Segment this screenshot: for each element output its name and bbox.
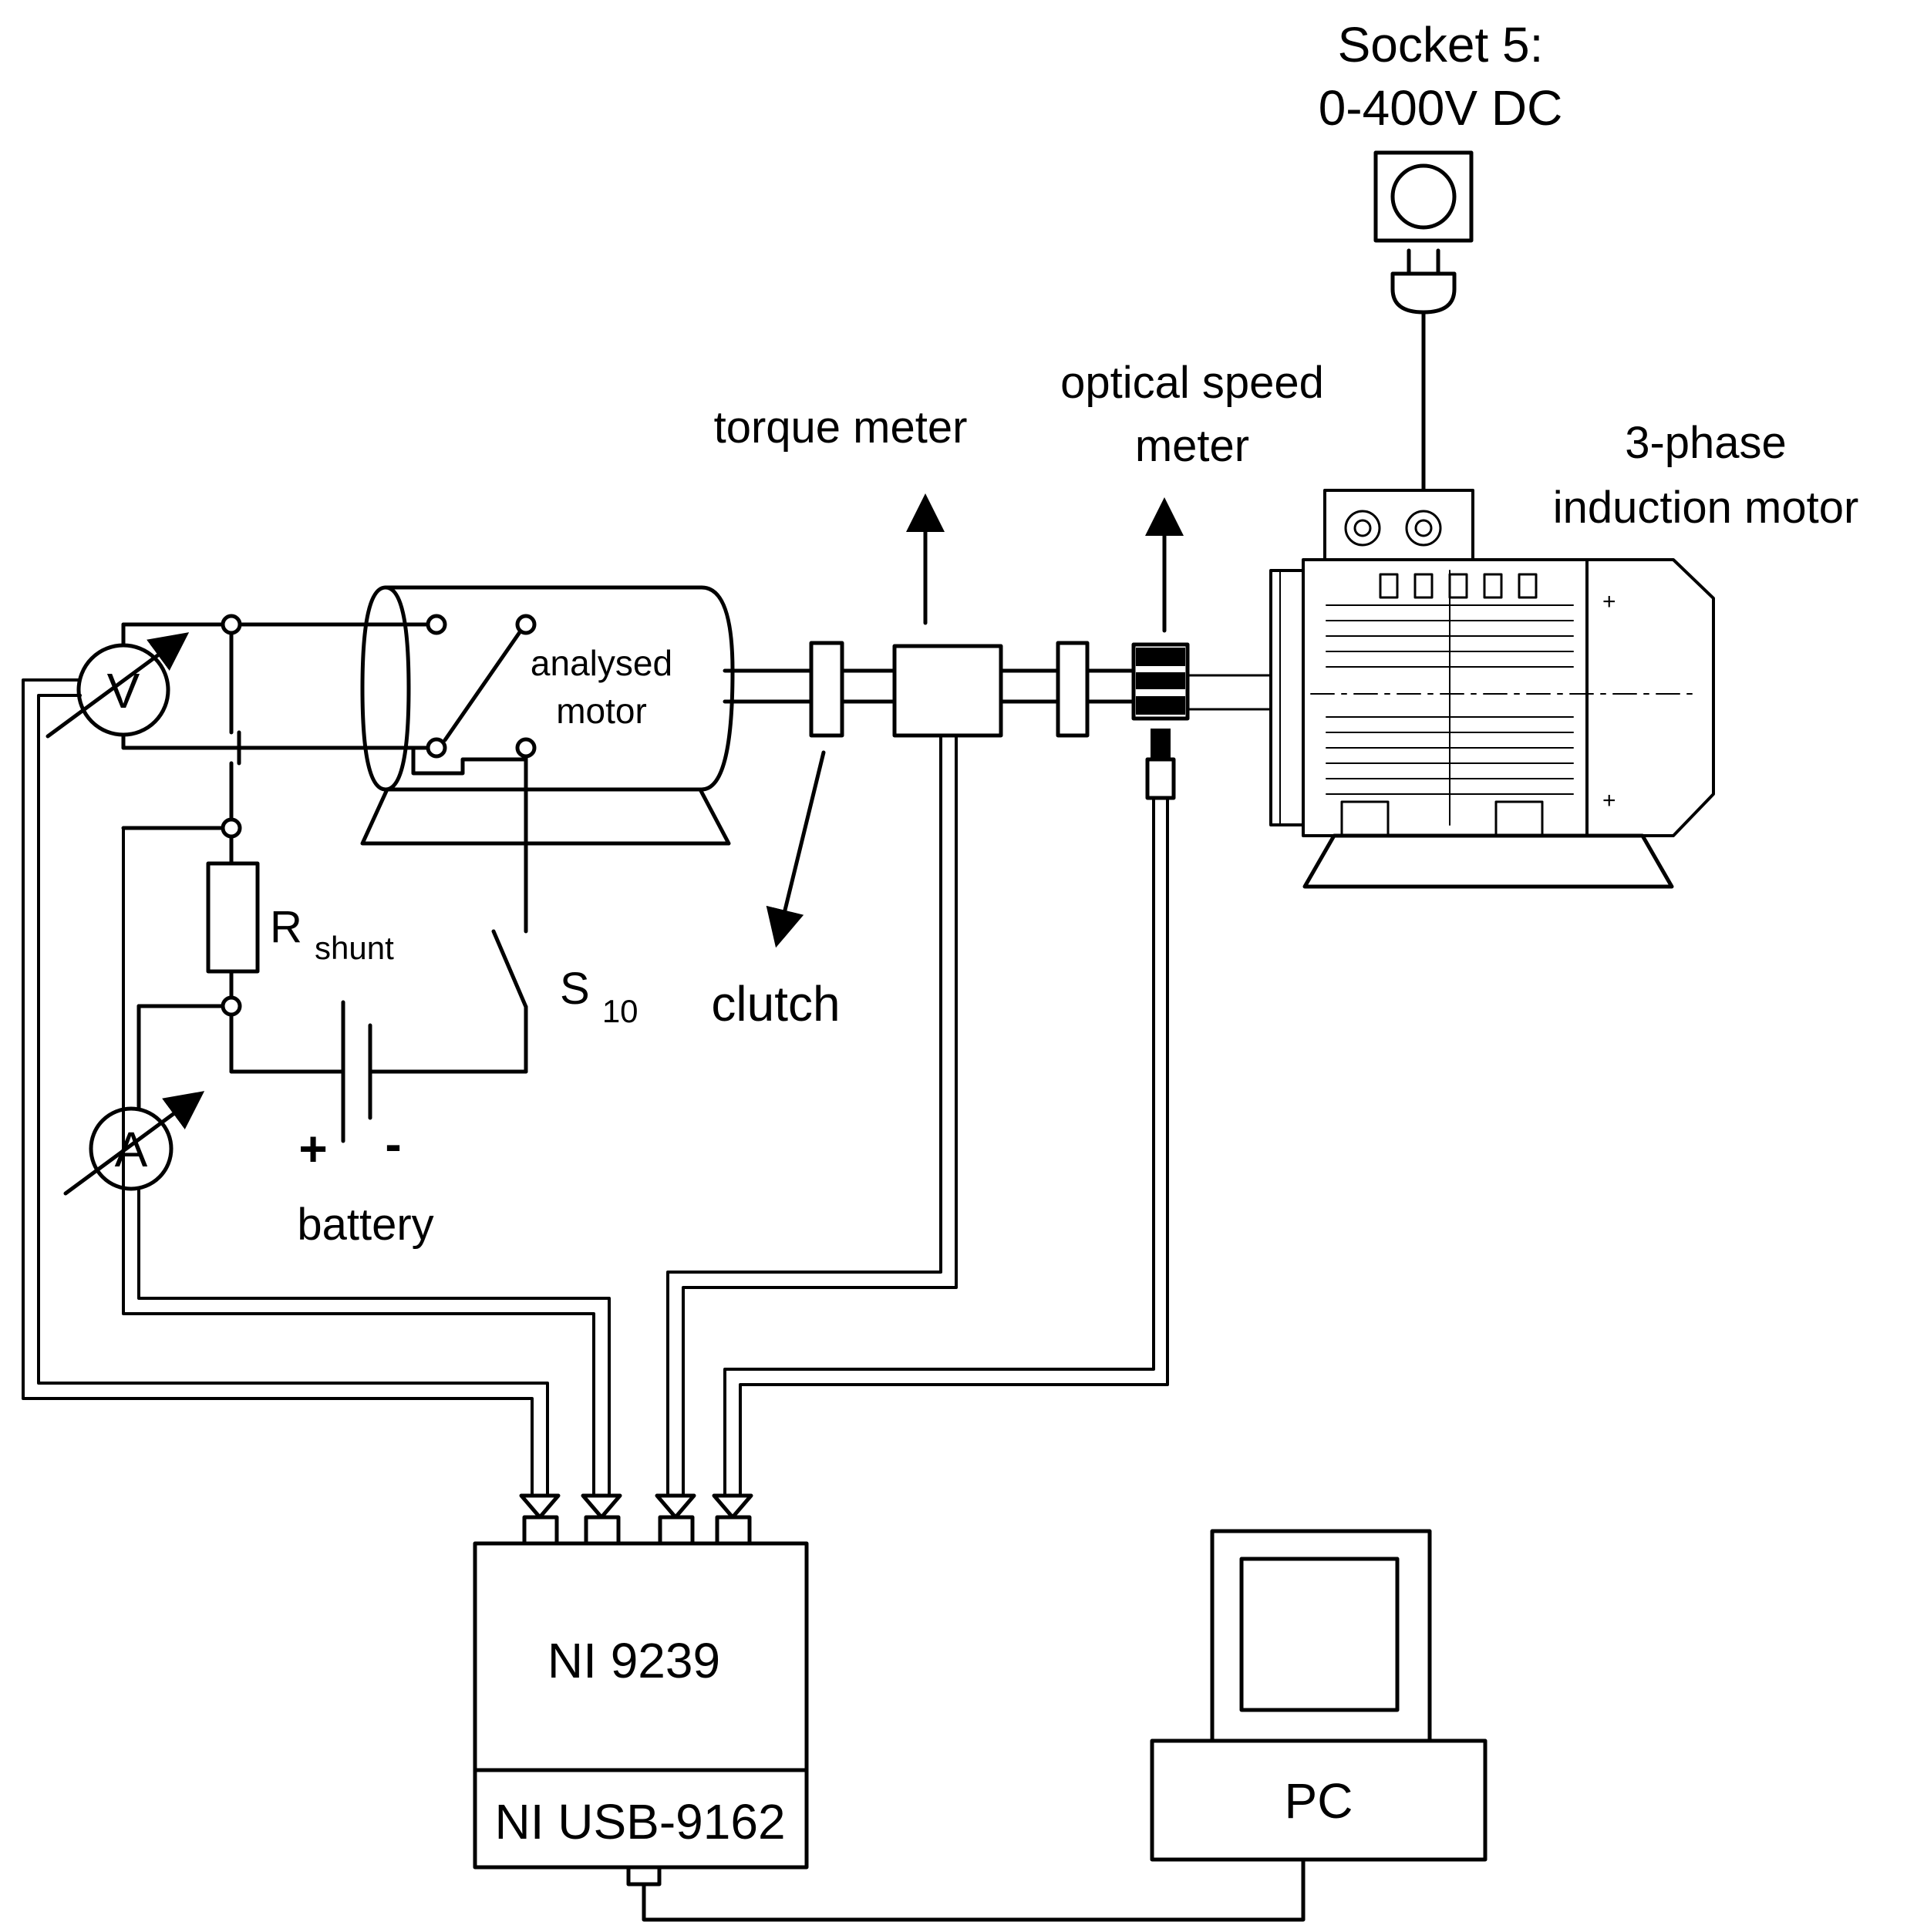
svg-text:+: + bbox=[1602, 788, 1616, 813]
clutch-arrow bbox=[766, 750, 826, 948]
daq-connectors bbox=[519, 1493, 753, 1546]
dc-socket bbox=[1373, 150, 1474, 243]
socket-label-line1: Socket 5: bbox=[1338, 17, 1544, 72]
battery-label: battery bbox=[297, 1200, 433, 1250]
signal-cables bbox=[22, 678, 1169, 1497]
optical-speed-label-line2: meter bbox=[1135, 421, 1249, 471]
ni-9239-label: NI 9239 bbox=[548, 1633, 720, 1688]
switch-label: S 10 bbox=[560, 964, 638, 1029]
circuit-wires bbox=[121, 622, 528, 1074]
pc-computer bbox=[1150, 1529, 1488, 1862]
analysed-motor-label-line2: motor bbox=[556, 691, 647, 731]
clutch bbox=[809, 641, 844, 738]
switch-sub: 10 bbox=[602, 993, 638, 1029]
battery-plus-label: + bbox=[298, 1121, 327, 1176]
torque-meter-label: torque meter bbox=[714, 402, 968, 453]
svg-text:+: + bbox=[1602, 589, 1616, 614]
coupling bbox=[1056, 641, 1090, 738]
induction-motor-label-line1: 3-phase bbox=[1625, 418, 1787, 468]
switch-main: S bbox=[560, 964, 590, 1014]
analysed-motor bbox=[360, 585, 735, 846]
rshunt-label: R shunt bbox=[270, 902, 394, 966]
switch-s10 bbox=[491, 929, 528, 1009]
ni-usb-label: NI USB-9162 bbox=[494, 1794, 785, 1850]
battery-cell bbox=[341, 1000, 372, 1143]
socket-plug bbox=[1390, 248, 1457, 492]
battery-minus-label: - bbox=[385, 1116, 401, 1172]
rshunt-main: R bbox=[270, 902, 302, 952]
ammeter bbox=[63, 1004, 205, 1196]
optical-speed-meter bbox=[1131, 642, 1190, 800]
socket-label-line2: 0-400V DC bbox=[1319, 80, 1563, 136]
usb-cable bbox=[642, 1857, 1306, 1922]
voltmeter bbox=[45, 622, 190, 750]
voltmeter-symbol: V bbox=[107, 663, 140, 719]
shunt-resistor bbox=[206, 861, 260, 974]
pc-label: PC bbox=[1285, 1773, 1353, 1829]
circuit-nodes bbox=[221, 614, 242, 1017]
induction-motor: + + bbox=[1186, 489, 1715, 889]
induction-motor-label-line2: induction motor bbox=[1553, 483, 1859, 533]
ammeter-symbol: A bbox=[115, 1122, 148, 1177]
analysed-motor-label-line1: analysed bbox=[531, 643, 672, 683]
torque-meter bbox=[892, 644, 1003, 738]
rshunt-sub: shunt bbox=[315, 930, 394, 966]
clutch-label: clutch bbox=[711, 976, 840, 1032]
labels: Socket 5: 0-400V DC torque meter optical… bbox=[107, 17, 1859, 1850]
shaft-line bbox=[723, 668, 1136, 704]
optical-speed-label-line1: optical speed bbox=[1060, 358, 1324, 408]
